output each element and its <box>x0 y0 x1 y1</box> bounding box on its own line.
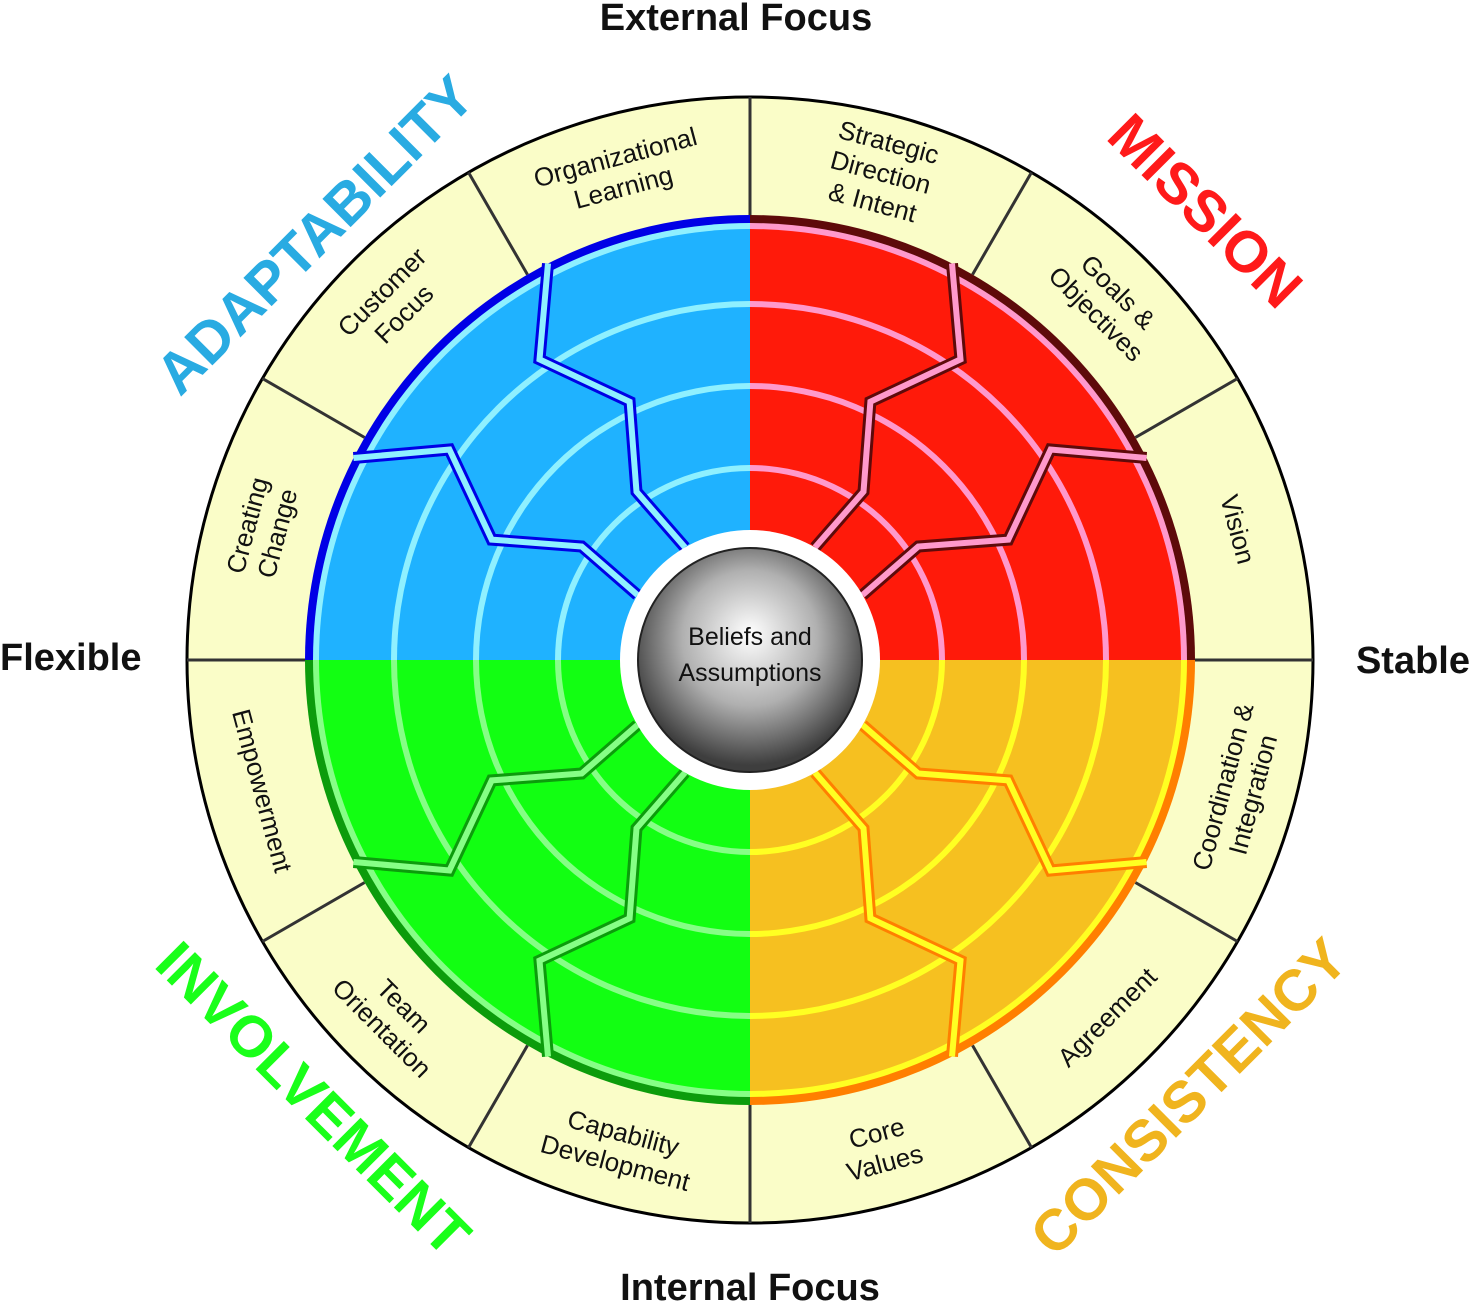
mission-web-divider-highlight <box>812 263 964 550</box>
adaptability-web-divider-highlight <box>353 446 640 598</box>
index-divider <box>261 377 366 439</box>
consistency-web-divider-highlight <box>860 722 1147 874</box>
index-divider <box>971 171 1033 276</box>
beliefs-core <box>637 547 863 773</box>
index-divider <box>467 1044 529 1149</box>
mission-quadrant <box>750 215 1195 660</box>
index-divider <box>1134 881 1239 943</box>
core-label-line-1: Beliefs and <box>688 623 812 651</box>
index-divider <box>1134 377 1239 439</box>
consistency-web-divider-highlight <box>812 770 964 1057</box>
involvement-web-divider-highlight <box>536 770 688 1057</box>
index-divider <box>467 171 529 276</box>
index-divider <box>261 881 366 943</box>
involvement-quadrant <box>305 660 750 1105</box>
axis-stable: Stable <box>1356 640 1470 682</box>
adaptability-web-divider-highlight <box>536 263 688 550</box>
axis-internal-focus: Internal Focus <box>620 1267 880 1307</box>
axis-external-focus: External Focus <box>600 0 872 39</box>
index-divider <box>971 1044 1033 1149</box>
involvement-web-divider-highlight <box>353 722 640 874</box>
core-label-line-2: Assumptions <box>678 659 821 687</box>
mission-web-divider-highlight <box>860 446 1147 598</box>
axis-flexible: Flexible <box>0 637 142 679</box>
index-dividers <box>187 97 1313 1223</box>
